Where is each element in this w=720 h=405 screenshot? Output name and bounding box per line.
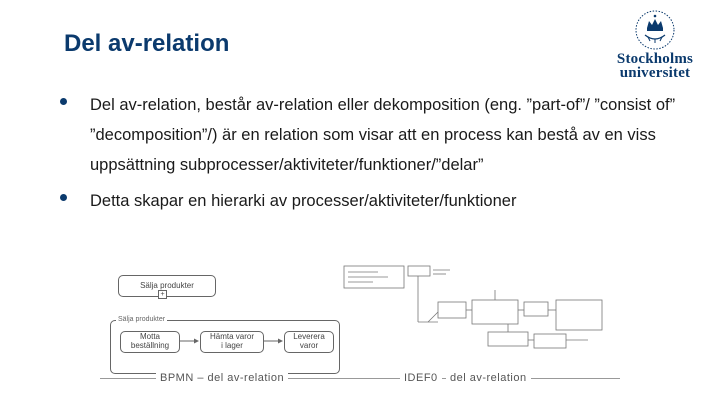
bpmn-task-motta: Motta beställning [120, 331, 180, 353]
bpmn-task-line: Motta [139, 332, 160, 341]
bpmn-task-line: beställning [130, 341, 170, 350]
bpmn-task-line: varor [299, 341, 319, 350]
bullet-text: Detta skapar en hierarki av processer/ak… [90, 192, 517, 210]
idef0-drawing [343, 265, 603, 349]
university-logo: Stockholms universitet [605, 8, 705, 84]
logo-line-1: Stockholms [616, 51, 694, 67]
idef0-caption-left: IDEF0 [400, 372, 442, 384]
bpmn-top-task: Sälja produkter [118, 275, 216, 297]
bpmn-expand-icon: + [158, 290, 167, 299]
crown-seal-icon [635, 10, 675, 50]
bpmn-caption: BPMN – del av-relation [156, 372, 289, 384]
slide-title: Del av-relation [64, 30, 230, 57]
bpmn-subprocess-label: Sälja produkter [116, 316, 168, 323]
bpmn-task-leverera: Leverera varor [284, 331, 334, 353]
bullet-text: Del av-relation, består av-relation elle… [90, 96, 676, 174]
idef0-diagram: IDEF0 del av-relation [338, 262, 620, 402]
logo-line-2: universitet [619, 65, 691, 81]
bullet-list: Del av-relation, består av-relation elle… [60, 90, 680, 216]
diagram-area: Sälja produkter + Sälja produkter Motta … [100, 262, 620, 402]
bpmn-task-line: Hämta varor [209, 332, 254, 341]
bullet-dot-icon [60, 98, 67, 105]
bpmn-task-line: i lager [221, 341, 243, 350]
bpmn-diagram: Sälja produkter + Sälja produkter Motta … [100, 262, 350, 402]
bullet-dot-icon [60, 194, 67, 201]
bpmn-task-hamta: Hämta varor i lager [200, 331, 264, 353]
bpmn-top-task-label: Sälja produkter [140, 281, 194, 290]
idef0-caption-right: del av-relation [446, 372, 531, 384]
bullet-item: Del av-relation, består av-relation elle… [60, 90, 680, 180]
bullet-item: Detta skapar en hierarki av processer/ak… [60, 186, 680, 216]
bpmn-flow-arrows [179, 338, 283, 344]
bpmn-task-line: Leverera [293, 332, 325, 341]
